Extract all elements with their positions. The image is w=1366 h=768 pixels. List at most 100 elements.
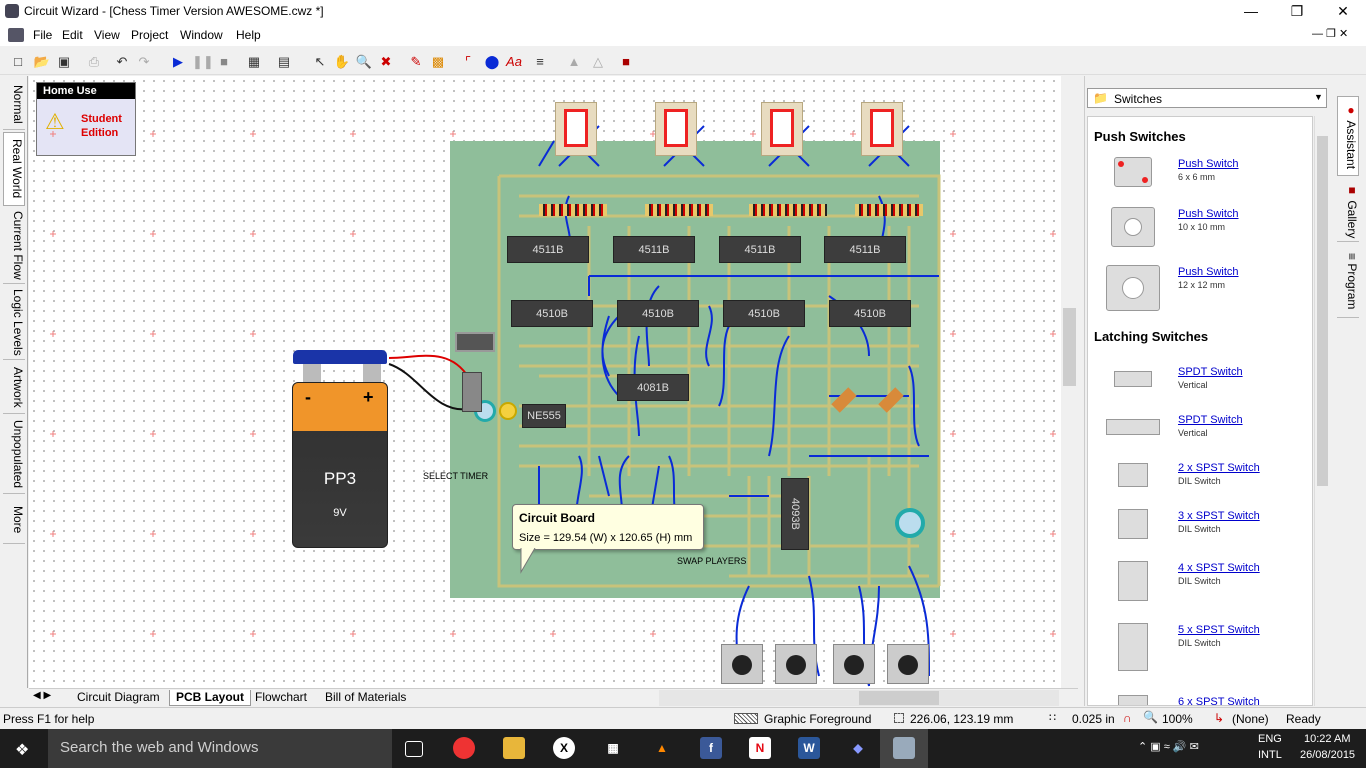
new-icon[interactable]: □ [14,54,22,69]
menu-view[interactable]: View [94,28,120,42]
ic-4511b-3[interactable]: 4511B [719,236,801,263]
delete-icon[interactable]: ✖ [380,54,392,69]
tab-more[interactable]: More [3,496,25,544]
save-icon[interactable]: ▣ [57,54,71,69]
status-zoom[interactable]: 100% [1162,712,1193,726]
pcb-canvas[interactable]: Home Use ⚠ Student Edition [29,76,1061,688]
status-layer[interactable]: Graphic Foreground [764,712,872,726]
taskbar-search[interactable]: Search the web and Windows [48,729,392,768]
item-name[interactable]: Push Switch [1178,158,1239,170]
netflix-icon[interactable]: N [749,737,771,759]
push-button-3[interactable] [833,644,875,684]
push-button-2[interactable] [775,644,817,684]
ic-4081b[interactable]: 4081B [617,374,689,401]
hscroll-thumb[interactable] [859,691,939,705]
ic-4093b[interactable]: 4093B [781,478,809,550]
menu-window[interactable]: Window [180,28,223,42]
gallery-item[interactable]: 4 x SPST Switch DIL Switch [1088,559,1312,611]
pad-icon[interactable]: ⬤ [484,54,500,69]
tab-pcb-layout[interactable]: PCB Layout [169,690,252,706]
graph-icon[interactable]: ▩ [431,54,445,69]
clock-date[interactable]: 26/08/2015 [1300,749,1356,761]
tab-bill-of-materials[interactable]: Bill of Materials [325,690,407,704]
scroll-thumb[interactable] [1063,308,1076,386]
layer-icon[interactable]: ▤ [277,54,291,69]
battery-pp3[interactable]: - + PP3 9V [292,382,388,548]
gallery-scroll-thumb[interactable] [1317,136,1328,486]
print-icon[interactable]: ⎙ [88,54,100,69]
maximize-icon[interactable]: ❐ [1290,3,1304,19]
probe-icon[interactable]: ✎ [410,54,422,69]
item-name[interactable]: Push Switch [1178,266,1239,278]
menu-file[interactable]: File [33,28,53,42]
status-grid[interactable]: 0.025 in [1072,712,1115,726]
menu-project[interactable]: Project [131,28,169,42]
status-snap[interactable]: (None) [1232,712,1269,726]
tab-circuit-diagram[interactable]: Circuit Diagram [77,690,160,704]
chrome-icon[interactable] [453,737,475,759]
ic-4510b-2[interactable]: 4510B [617,300,699,327]
text-icon[interactable]: Aa [506,54,522,69]
tab-assistant[interactable]: ● Assistant [1337,96,1359,176]
lang-eng[interactable]: ENG [1258,733,1282,745]
windows-start-icon[interactable]: ❖ [15,742,30,759]
gallery-item[interactable]: 2 x SPST Switch DIL Switch [1088,459,1312,499]
app-icon-taskbar[interactable]: ◆ [853,741,863,755]
gallery-item[interactable]: Push Switch 12 x 12 mm [1088,263,1312,315]
ic-4510b-1[interactable]: 4510B [511,300,593,327]
push-button-1[interactable] [721,644,763,684]
redo-icon[interactable]: ↷ [138,54,150,69]
tab-real-world[interactable]: Real World [3,132,25,206]
ic-ne555[interactable]: NE555 [522,404,566,428]
push-button-4[interactable] [887,644,929,684]
circuit-wizard-task[interactable] [880,729,928,768]
component-library-icon[interactable]: ■ [622,54,630,69]
tab-logic-levels[interactable]: Logic Levels [3,286,25,360]
gallery-item[interactable]: SPDT Switch Vertical [1088,363,1312,403]
lang-intl[interactable]: INTL [1258,749,1282,761]
tab-artwork[interactable]: Artwork [3,362,25,414]
task-view-icon[interactable] [405,741,423,757]
xbox-icon[interactable]: X [553,737,575,759]
gallery-item[interactable]: Push Switch 10 x 10 mm [1088,205,1312,253]
minimize-icon[interactable]: — [1244,3,1258,19]
component-icon[interactable]: ▦ [247,54,261,69]
hand-icon[interactable]: ✋ [333,54,351,69]
item-name[interactable]: 5 x SPST Switch [1178,624,1260,636]
ic-4511b-2[interactable]: 4511B [613,236,695,263]
pointer-icon[interactable]: ↖ [314,54,326,69]
undo-icon[interactable]: ↶ [116,54,128,69]
ic-4510b-3[interactable]: 4510B [723,300,805,327]
power-switch[interactable] [455,332,495,352]
canvas-horizontal-scrollbar[interactable] [659,690,1059,706]
file-explorer-icon[interactable] [503,737,525,759]
tab-normal[interactable]: Normal [3,80,25,130]
flip-icon[interactable]: ▲ [567,54,581,69]
tray-icons[interactable]: ⌃ ▣ ≈ 🔊 ✉ [1138,741,1199,753]
menu-edit[interactable]: Edit [62,28,83,42]
item-name[interactable]: 3 x SPST Switch [1178,510,1260,522]
item-name[interactable]: Push Switch [1178,208,1239,220]
ic-4510b-4[interactable]: 4510B [829,300,911,327]
tab-flowchart[interactable]: Flowchart [255,690,308,704]
close-icon[interactable]: ✕ [1337,3,1349,19]
gallery-item[interactable]: 6 x SPST Switch [1088,693,1312,706]
connector-icon[interactable]: ≡ [536,54,544,69]
gallery-item[interactable]: SPDT Switch Vertical [1088,411,1312,451]
ic-4511b-1[interactable]: 4511B [507,236,589,263]
item-name[interactable]: 6 x SPST Switch [1178,696,1260,706]
zoom-icon[interactable]: 🔍 [355,54,373,69]
word-icon[interactable]: W [798,737,820,759]
item-name[interactable]: 4 x SPST Switch [1178,562,1260,574]
item-name[interactable]: SPDT Switch [1178,414,1243,426]
menu-help[interactable]: Help [236,28,261,42]
tab-current-flow[interactable]: Current Flow [3,208,25,284]
mdi-controls[interactable]: — ❐ ✕ [1312,28,1349,40]
canvas-vertical-scrollbar[interactable] [1061,76,1078,688]
pause-icon[interactable]: ❚❚ [192,54,214,69]
mirror-icon[interactable]: △ [593,54,603,69]
item-name[interactable]: 2 x SPST Switch [1178,462,1260,474]
gallery-item[interactable]: 5 x SPST Switch DIL Switch [1088,621,1312,679]
item-name[interactable]: SPDT Switch [1178,366,1243,378]
stop-icon[interactable]: ■ [220,54,228,69]
